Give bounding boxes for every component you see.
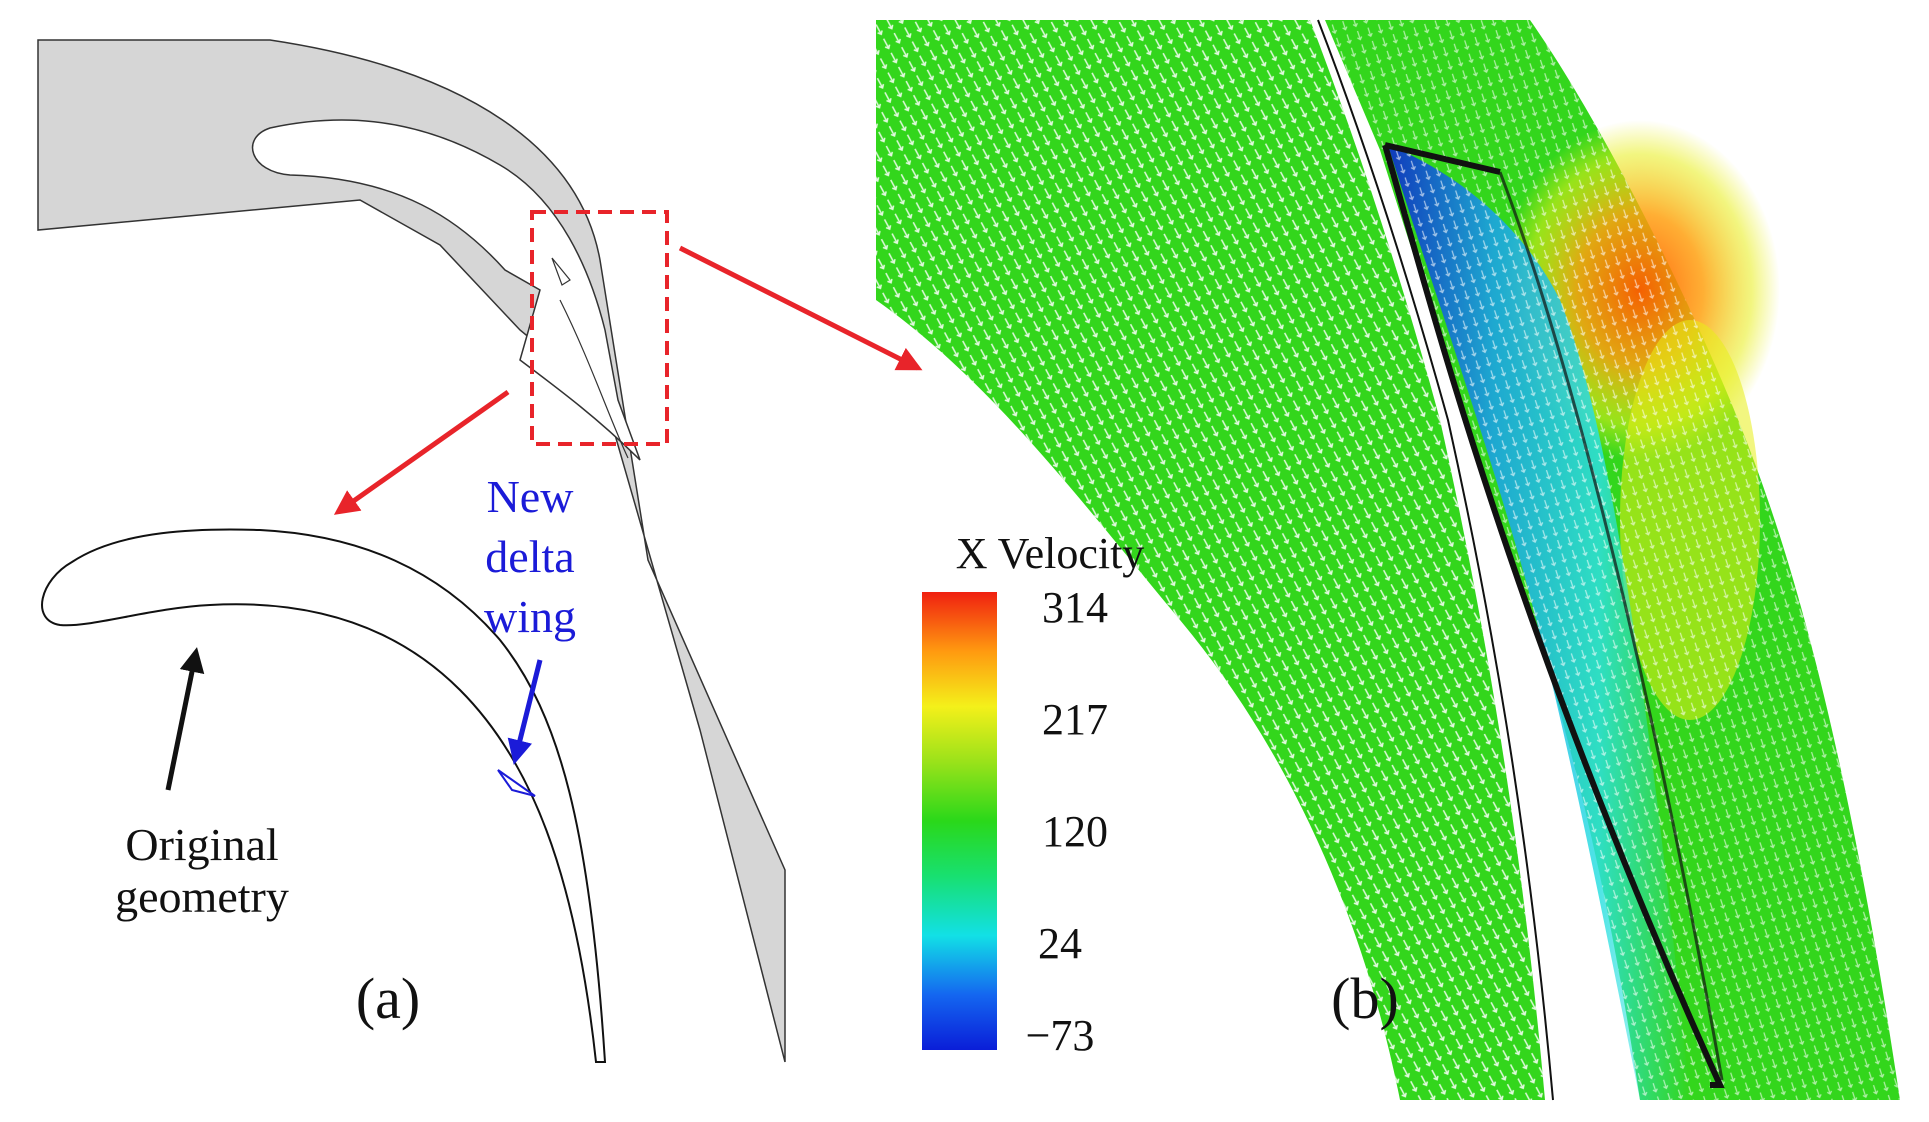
zoom-region-box [530,210,669,446]
panel-a: Original geometry New delta wing (a) [37,39,923,1063]
panel-a-label: (a) [356,966,420,1031]
flow-band-wall [1317,19,1554,1101]
panel-b-label: (b) [1331,966,1399,1031]
flow-passage-geometry [37,39,786,1063]
blade-cutout [251,119,641,461]
flow-band-vortex-vectors [1325,20,1900,1100]
flow-band-main-vectors [876,20,1545,1100]
zoom-arrow-down [333,389,510,515]
original-geometry-outline [41,528,607,1063]
blade-slot-line [559,299,629,459]
delta-wing-arrow [507,659,543,765]
colorbar [922,592,997,1050]
zoom-arrow-right [678,245,923,371]
original-geometry-arrow [165,647,205,791]
colorbar-tick-0: 314 [1042,583,1108,632]
label-delta-line1: New [487,471,575,522]
label-delta-line3: wing [484,591,576,642]
delta-wing-outline [1382,142,1725,1088]
new-delta-wing-shape [497,769,536,797]
colorbar-tick-2: 120 [1042,807,1108,856]
colorbar-tick-3: 24 [1038,919,1082,968]
label-delta-line2: delta [485,531,574,582]
delta-wing-trailing [1498,171,1724,1081]
colorbar-title: X Velocity [956,529,1145,578]
panel-b: X Velocity 314 217 120 24 −73 (b) [876,19,1900,1101]
label-original-line1: Original [125,819,278,870]
colorbar-tick-1: 217 [1042,695,1108,744]
delta-wing-notch [551,257,571,286]
label-original-line2: geometry [115,871,289,922]
colorbar-tick-4: −73 [1026,1011,1095,1060]
